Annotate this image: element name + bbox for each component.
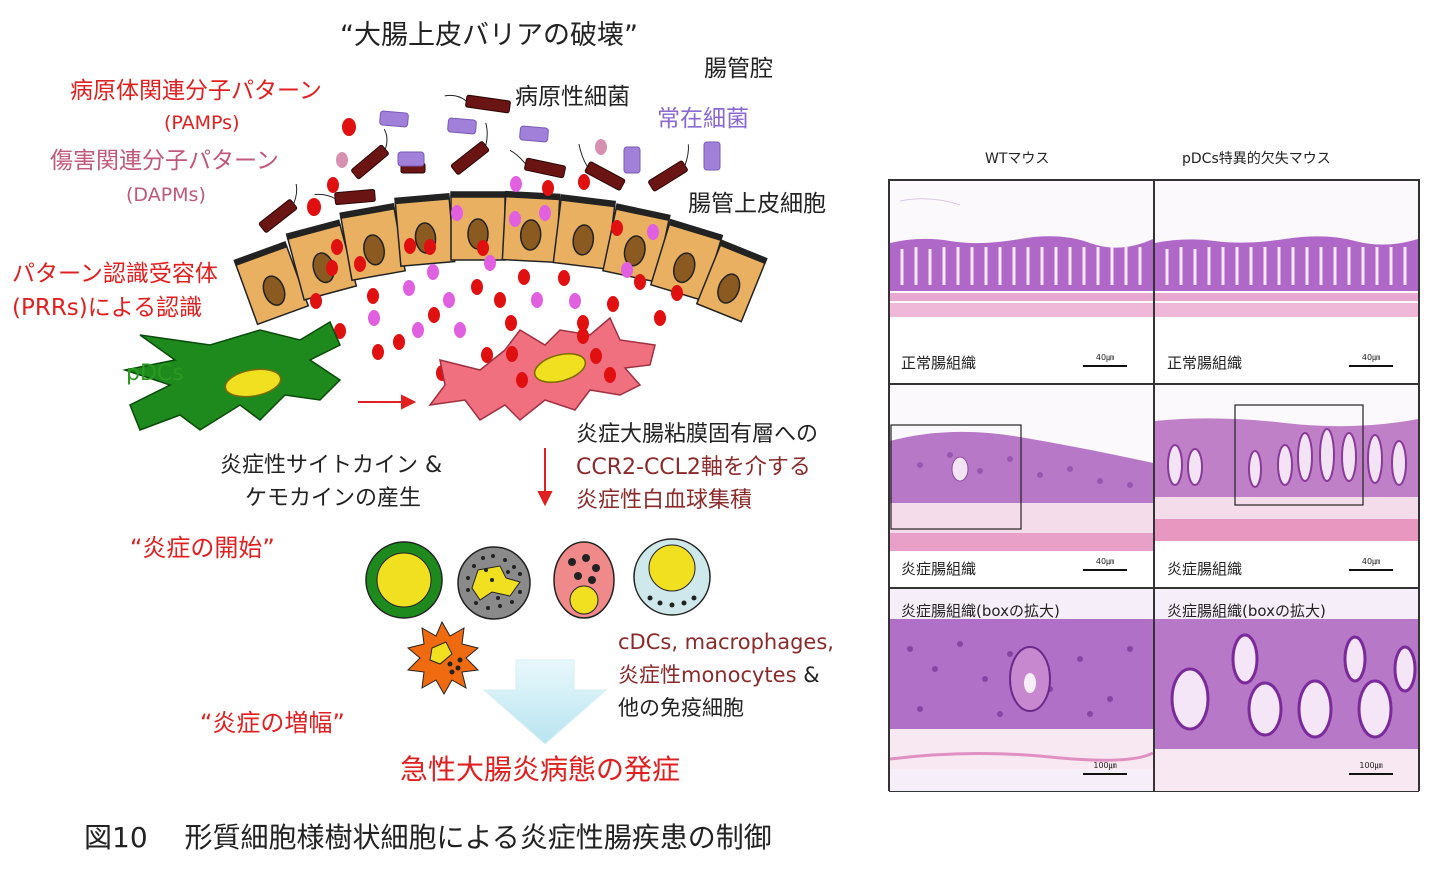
activated-pdc-cell	[428, 316, 656, 422]
diagram-title: “大腸上皮バリアの破壊”	[340, 20, 638, 51]
histology-ko-inflamed	[1154, 384, 1419, 588]
immune-cells-label-line3: 他の免疫細胞	[618, 696, 744, 720]
scale-bar-ko-zoom: 100㎛	[1349, 760, 1393, 775]
dendritic-cell-orange	[406, 620, 480, 696]
accumulation-label-line2: CCR2-CCL2軸を介する	[576, 455, 811, 480]
immune-cells-label-line1: cDCs, macrophages,	[618, 630, 834, 654]
label-wt-inflamed-zoom: 炎症腸組織(boxの拡大)	[901, 602, 1060, 620]
pathogenic-bacteria-label: 病原性細菌	[515, 84, 630, 110]
label-ko-inflamed: 炎症腸組織	[1167, 560, 1243, 578]
label-wt-inflamed: 炎症腸組織	[901, 560, 977, 578]
accumulation-label-line1: 炎症大腸粘膜固有層への	[576, 422, 819, 447]
pamps-dots	[307, 118, 683, 381]
commensal-bacteria	[379, 110, 721, 174]
dapms-label: 傷害関連分子パターン	[50, 148, 279, 174]
scale-bar-wt-normal: 40㎛	[1083, 352, 1127, 367]
label-ko-inflamed-zoom: 炎症腸組織(boxの拡大)	[1167, 602, 1326, 620]
figure-caption: 図10 形質細胞様樹状細胞による炎症性腸疾患の制御	[84, 821, 772, 854]
recruitment-arrow	[537, 448, 553, 507]
column-header-ko: pDCs特異的欠失マウス	[1182, 151, 1331, 167]
epithelial-cells-label: 腸管上皮細胞	[688, 191, 826, 217]
cytokine-label-line2: ケモカインの産生	[245, 486, 422, 511]
inflammation-onset-label: “炎症の開始”	[130, 534, 275, 562]
column-header-wt: WTマウス	[985, 151, 1050, 167]
cytokine-label-line1: 炎症性サイトカイン &	[220, 453, 443, 478]
pdcs-label: pDCs	[126, 361, 184, 386]
accumulation-label-line3: 炎症性白血球集積	[576, 488, 753, 513]
lumen-label: 腸管腔	[704, 56, 773, 82]
inflammation-amplify-label: “炎症の増幅”	[200, 709, 345, 737]
scale-bar-wt-inflamed: 40㎛	[1083, 556, 1127, 571]
monocyte-cell	[633, 538, 711, 616]
histology-grid: 正常腸組織 正常腸組織 炎症腸組織 炎症腸組織 炎症腸組織(boxの拡大) 炎症…	[888, 179, 1420, 792]
barrier-diagram	[122, 94, 768, 745]
histology-wt-inflamed	[889, 384, 1154, 588]
immune-cells-label-line2: 炎症性monocytes &	[618, 663, 820, 687]
outcome-label: 急性大腸炎病態の発症	[400, 753, 681, 786]
scale-bar-wt-zoom: 100㎛	[1083, 760, 1127, 775]
immune-cells	[365, 538, 711, 696]
pamps-abbr: (PAMPs)	[164, 112, 240, 134]
granulocyte-cell	[553, 541, 615, 619]
histology-wt-inflamed-zoom	[889, 588, 1154, 792]
activation-arrow	[358, 394, 417, 410]
histology-ko-inflamed-zoom	[1154, 588, 1419, 792]
prr-label-line2: (PRRs)による認識	[12, 295, 203, 321]
outcome-arrow	[482, 659, 608, 745]
macrophage-cell	[457, 546, 531, 620]
dapms-abbr: (DAPMs)	[126, 184, 206, 206]
pdc-cell	[122, 320, 342, 431]
label-ko-normal: 正常腸組織	[1167, 354, 1243, 372]
prr-label-line1: パターン認識受容体	[12, 261, 218, 287]
commensal-bacteria-label: 常在細菌	[657, 106, 749, 132]
pathogenic-bacteria	[258, 94, 689, 233]
scale-bar-ko-normal: 40㎛	[1349, 352, 1393, 367]
label-wt-normal: 正常腸組織	[901, 354, 977, 372]
histology-wt-normal	[889, 180, 1154, 384]
cdc-cell	[365, 541, 443, 619]
scale-bar-ko-inflamed: 40㎛	[1349, 556, 1393, 571]
histology-ko-normal	[1154, 180, 1419, 384]
pamps-label: 病原体関連分子パターン	[70, 78, 322, 104]
dapms-dots	[336, 139, 659, 338]
